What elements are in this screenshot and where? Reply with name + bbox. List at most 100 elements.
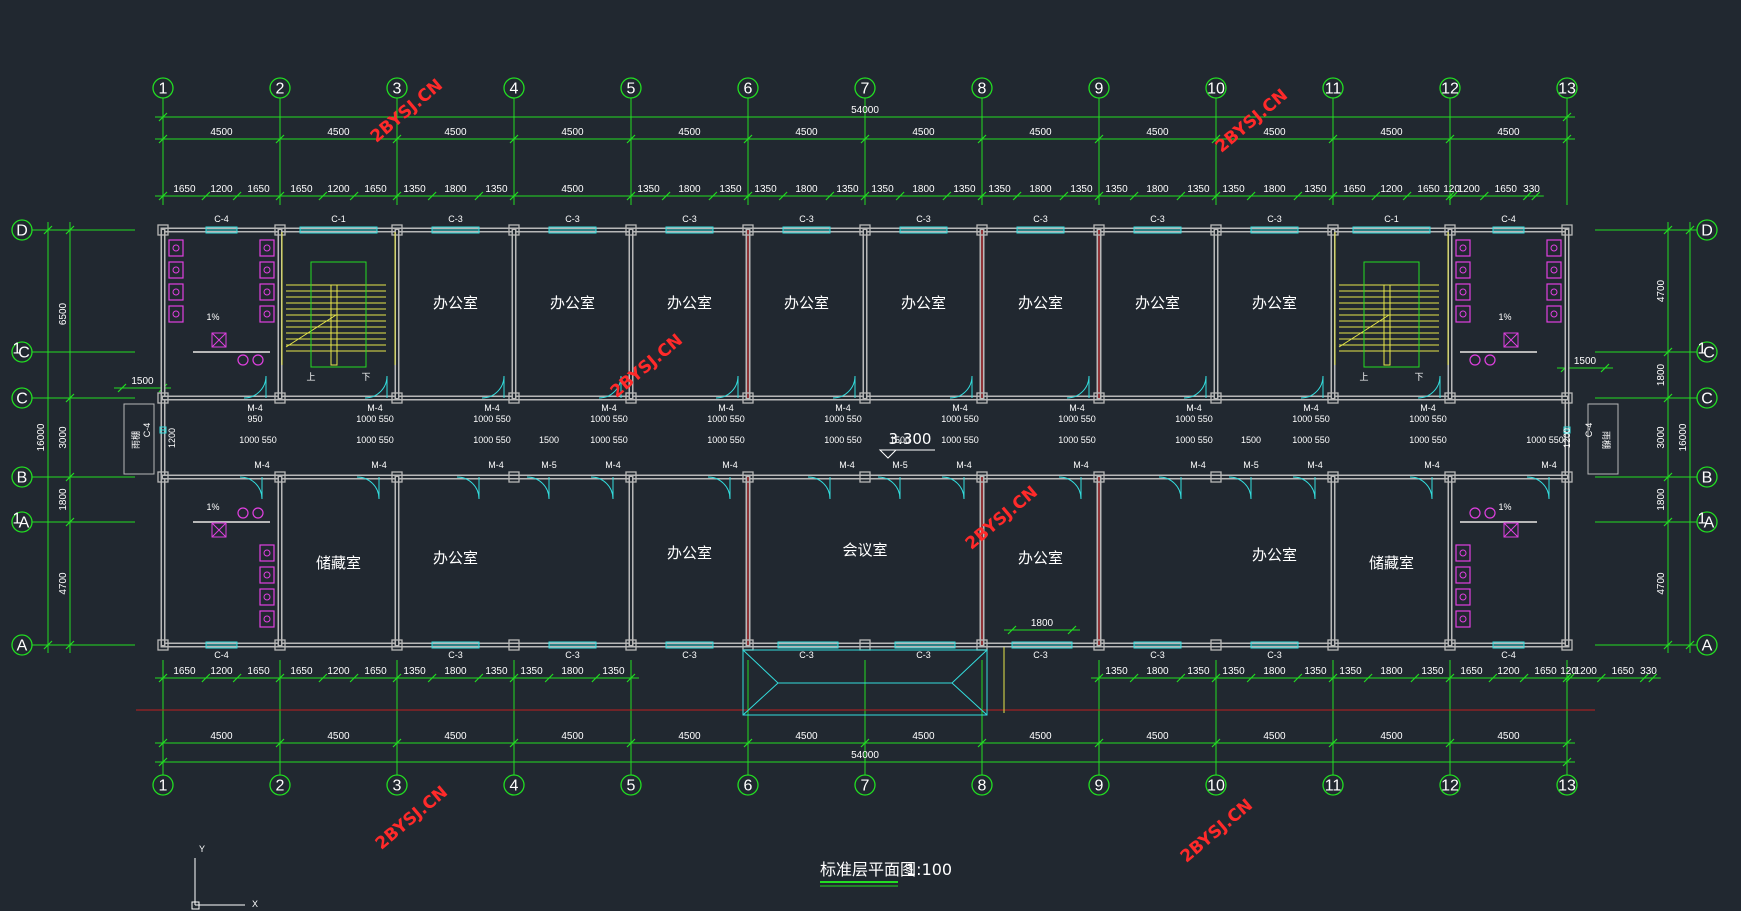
column <box>976 224 988 236</box>
toilet-stall-bowl <box>263 571 271 579</box>
dim-entrance-tick <box>1007 625 1017 635</box>
dim-detail-bottom-right-label: 1650 <box>1534 666 1557 677</box>
dim-detail-bottom-left-label: 1650 <box>290 666 313 677</box>
stair-arrow-path <box>1363 261 1420 368</box>
wash-basin <box>252 354 264 366</box>
window-tag-north: C-3 <box>1150 214 1165 224</box>
toilet-stall-bowl <box>1459 244 1467 252</box>
window-tag-north: C-4 <box>214 214 229 224</box>
entrance-canopy-ridge <box>742 649 988 684</box>
column <box>859 471 871 483</box>
axis-number-4: 4 <box>510 81 519 98</box>
floor-drain-x <box>1503 332 1519 348</box>
drawing-scale: 1:100 <box>906 860 952 879</box>
toilet-stall-bowl <box>1550 266 1558 274</box>
axis-letter-sub: 1 <box>1698 341 1707 358</box>
dim-bays-top-label: 4500 <box>912 127 935 138</box>
dim-detail-top-label: 1800 <box>1263 184 1286 195</box>
dim-bays-bottom-label: 4500 <box>1380 731 1403 742</box>
dimension-lines <box>11 77 1718 796</box>
toilet-stall <box>168 283 184 301</box>
dim-detail-top-label: 1350 <box>1105 184 1128 195</box>
column <box>859 224 871 236</box>
dim-bays-bottom-tick <box>1094 738 1104 748</box>
dim-detail-bottom-right-label: 1350 <box>1105 666 1128 677</box>
door-m5-south-swing <box>526 476 550 500</box>
room-office: 办公室 <box>433 549 478 567</box>
toilet-stall-bowl <box>263 549 271 557</box>
column <box>859 392 871 404</box>
toilet-stall-bowl <box>263 266 271 274</box>
column <box>1561 392 1573 404</box>
door-dim-north: 1000 550 <box>1409 414 1447 424</box>
stair-down-label: 下 <box>1414 372 1423 382</box>
dim-bays-bottom-tick <box>509 738 519 748</box>
dim-detail-bottom-left-label: 1200 <box>210 666 233 677</box>
door-dim-south: 1000 550 <box>1292 435 1330 445</box>
column <box>274 224 286 236</box>
dim-bays-bottom-tick <box>275 738 285 748</box>
door-m4-north-swing <box>364 375 388 399</box>
window-tag-south: C-3 <box>682 650 697 660</box>
wash-basin <box>237 507 249 519</box>
toilet-stall-bowl <box>1550 288 1558 296</box>
door-dim-toilet: 950 <box>247 414 262 424</box>
dim-detail-bottom-right-tick <box>1328 673 1338 683</box>
door-m4-south-swing <box>707 476 731 500</box>
wash-basin <box>1484 507 1496 519</box>
dim-right-total-tick <box>1685 225 1695 235</box>
axis-number-9: 9 <box>1095 81 1104 98</box>
door-m4-north-swing <box>715 375 739 399</box>
dim-detail-bottom-left-tick <box>626 673 636 683</box>
dim-bays-bottom-tick <box>1211 738 1221 748</box>
dim-detail-top-tick <box>1328 191 1338 201</box>
axis-letter-A: A <box>19 515 30 532</box>
dim-detail-bottom-right-label: 1650 <box>1460 666 1483 677</box>
dim-bays-top-tick <box>509 134 519 144</box>
dim-detail-top-tick <box>1246 191 1256 201</box>
dim-right-label: 3000 <box>1656 426 1667 449</box>
window-tag-north: C-3 <box>1267 214 1282 224</box>
dim-left-total-tick <box>43 225 53 235</box>
entrance-canopy-hip <box>742 682 988 716</box>
door-tag-north: M-4 <box>1186 403 1202 413</box>
column <box>742 392 754 404</box>
dim-detail-bottom-left-tick <box>201 673 211 683</box>
column <box>1093 392 1105 404</box>
axis-number-5: 5 <box>627 778 636 795</box>
axis-letter-A: A <box>1704 515 1715 532</box>
slope-label: 1% <box>1498 502 1511 512</box>
axis-number-7: 7 <box>861 778 870 795</box>
column <box>1327 224 1339 236</box>
dim-detail-bottom-right-tick <box>1211 673 1221 683</box>
dim-bays-top-tick <box>626 134 636 144</box>
dim-detail-top-label: 1650 <box>1495 184 1518 195</box>
door-tag-south: M-4 <box>839 460 855 470</box>
door-dim-south: 1000 550 <box>824 435 862 445</box>
door-tag-north: M-4 <box>1420 403 1436 413</box>
elevation-symbol <box>878 449 898 459</box>
door-m4-south-swing <box>1292 476 1316 500</box>
stair-arrow-path <box>310 261 367 368</box>
dim-detail-top-label: 1200 <box>327 184 350 195</box>
dim-detail-top-tick <box>895 191 905 201</box>
door-tag-south: M-4 <box>1424 460 1440 470</box>
dim-detail-top-label: 1350 <box>1187 184 1210 195</box>
dim-detail-bottom-right-label: 330 <box>1640 666 1657 677</box>
axis-letter-sub: 1 <box>13 511 22 528</box>
watermark: 2BYSJ.CN <box>1177 795 1257 867</box>
dim-total-top-tick <box>158 112 168 122</box>
watermark: 2BYSJ.CN <box>607 330 687 402</box>
dim-bays-bottom-label: 4500 <box>1029 731 1052 742</box>
axis-number-10: 10 <box>1207 81 1225 98</box>
toilet-stall <box>1455 544 1471 562</box>
toilet-stall-bowl <box>263 310 271 318</box>
door-tag-north: M-4 <box>367 403 383 413</box>
dim-detail-bottom-right-tick <box>1445 673 1455 683</box>
toilet-stall-bowl <box>172 244 180 252</box>
dim-bays-bottom-label: 4500 <box>678 731 701 742</box>
dim-right-label: 4700 <box>1656 279 1667 302</box>
column <box>976 471 988 483</box>
dim-detail-top-label: 1350 <box>754 184 777 195</box>
door-tag-south: M-4 <box>1073 460 1089 470</box>
